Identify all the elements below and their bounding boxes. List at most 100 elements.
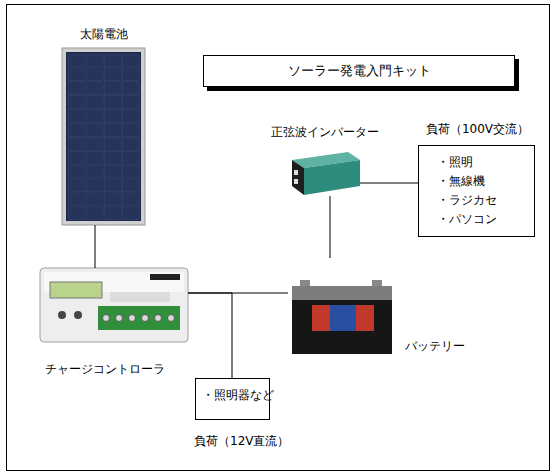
solar-cell [68,124,85,137]
outer-frame [7,5,550,471]
solar-cell [123,96,140,109]
wire-connector [188,293,288,294]
solar-cell [104,137,121,150]
node-label: バッテリー [405,338,465,354]
node-label: 負荷（100V交流） [409,121,546,137]
solar-cell [104,124,121,137]
logo [150,274,180,280]
solar-cell [68,82,85,95]
terminal [372,280,382,287]
controller-case [40,268,188,342]
node-text: ・ラジカセ [437,192,497,208]
battery-label [312,305,374,331]
node-label: チャージコントローラ [45,361,165,377]
wire-connector [95,225,96,268]
solar-cell [104,54,121,67]
solar-cell [104,82,121,95]
solar-cell [68,165,85,178]
spec-label [110,292,170,302]
terminal-screw [155,315,162,322]
cell-grid [68,54,140,220]
solar-cell [86,82,103,95]
solar-cell [104,68,121,81]
battery: バッテリー [288,258,396,358]
battery-illustration [292,280,392,354]
inverter-front [292,160,304,195]
inverter: 正弦波インバーター [290,150,360,196]
solar-cell [123,68,140,81]
lcd-display [50,282,102,298]
wire-connector [330,196,331,258]
wire-connector [360,183,418,184]
solar-cell [104,151,121,164]
wire-connector [188,293,232,378]
terminal-screw [168,315,175,322]
button [58,311,66,319]
solar-cell [104,193,121,206]
node-text: ・無線機 [437,173,485,189]
node-label: ・照明器など [202,387,274,403]
inverter-side [304,160,360,195]
title-box: ソーラー発電入門キット [203,55,515,87]
terminal-screw [142,315,149,322]
solar-cell [86,179,103,192]
charge-controller-illustration [40,268,188,342]
solar-cell [123,82,140,95]
charge-controller: チャージコントローラ [40,268,188,342]
node-text: ・パソコン [437,211,497,227]
solar-cell [86,124,103,137]
node-text: ・照明 [437,154,473,170]
terminal-screw [116,315,123,322]
solar-cell [86,151,103,164]
solar-panel [62,48,145,225]
load-box: ・照明器など負荷（12V直流） [195,378,270,420]
inverter-illustration [292,152,360,195]
solar-cell [68,137,85,150]
solar-cell [68,54,85,67]
solar-cell [123,165,140,178]
solar-cell [123,124,140,137]
solar-cell [104,207,121,220]
button [74,311,82,319]
terminal-screw [103,315,110,322]
outlet [294,179,298,184]
panel-glass [66,52,141,221]
solar-cell [86,96,103,109]
battery-lid [292,286,392,300]
solar-cell [104,179,121,192]
node-label: 正弦波インバーター [271,124,379,140]
solar-cell [86,54,103,67]
solar-cell [86,207,103,220]
solar-cell [68,151,85,164]
solar-panel: 太陽電池 [62,48,145,225]
solar-cell [123,193,140,206]
terminal-screws [103,315,175,322]
solar-cell [68,110,85,123]
node-text: 負荷（12V直流） [194,433,289,449]
solar-cell [86,165,103,178]
solar-cell [123,54,140,67]
load-box: 負荷（100V交流）・照明・無線機・ラジカセ・パソコン [418,145,535,237]
solar-cell [68,96,85,109]
solar-cell [68,68,85,81]
solar-cell [104,96,121,109]
solar-cell [123,110,140,123]
solar-cell [104,110,121,123]
solar-cell [86,110,103,123]
battery-label-band [330,305,356,331]
solar-cell [104,165,121,178]
panel-frame [62,48,145,225]
solar-cell [86,137,103,150]
solar-cell [123,179,140,192]
solar-cell [86,68,103,81]
solar-cell [68,193,85,206]
terminal [300,280,310,287]
node-label: 太陽電池 [42,26,165,42]
solar-cell [68,207,85,220]
terminal-block [98,306,180,330]
terminal-screw [129,315,136,322]
outlet [294,170,298,175]
solar-cell [123,151,140,164]
solar-cell [86,193,103,206]
